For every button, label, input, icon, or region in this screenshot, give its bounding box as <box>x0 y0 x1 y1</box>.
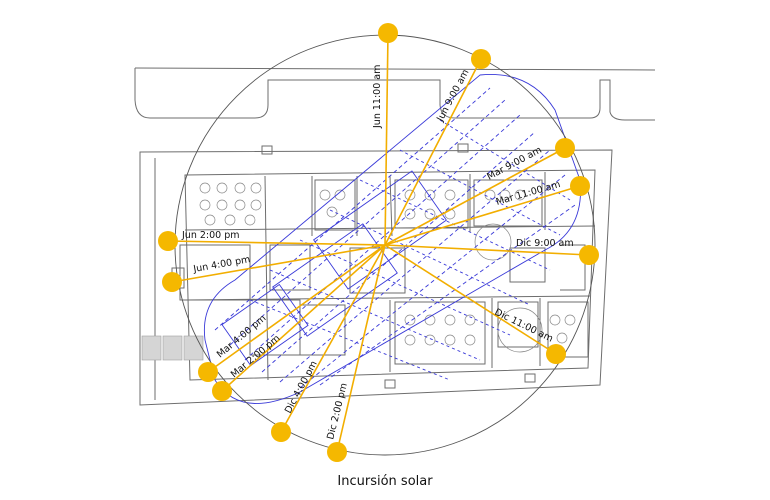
sun-icon <box>555 138 575 158</box>
sun-icon <box>198 362 218 382</box>
sun-icon <box>471 49 491 69</box>
sun-icon <box>212 381 232 401</box>
label-dic-11am: Dic 11:00 am <box>493 307 555 345</box>
sun-markers <box>158 23 599 462</box>
sun-icon <box>546 344 566 364</box>
street-outline <box>134 67 656 121</box>
label-jun-11am: Jun 11:00 am <box>372 65 383 129</box>
label-jun-4pm: Jun 4:00 pm <box>192 254 252 275</box>
sun-icon <box>327 442 347 462</box>
sun-icon <box>271 422 291 442</box>
label-dic-4pm: Dic 4:00 pm <box>283 359 320 415</box>
parking-blocks <box>141 335 204 361</box>
sun-icon <box>162 272 182 292</box>
label-mar-11am: Mar 11:00 am <box>495 179 562 208</box>
label-jun-2pm: Jun 2:00 pm <box>181 230 240 241</box>
sun-rays <box>167 32 590 453</box>
floor-plan <box>139 143 613 406</box>
label-dic-9am: Dic 9:00 am <box>516 238 574 249</box>
sun-icon <box>158 231 178 251</box>
diagram-caption: Incursión solar <box>337 474 433 489</box>
sun-icon <box>570 176 590 196</box>
sun-icon <box>378 23 398 43</box>
sun-icon <box>579 245 599 265</box>
